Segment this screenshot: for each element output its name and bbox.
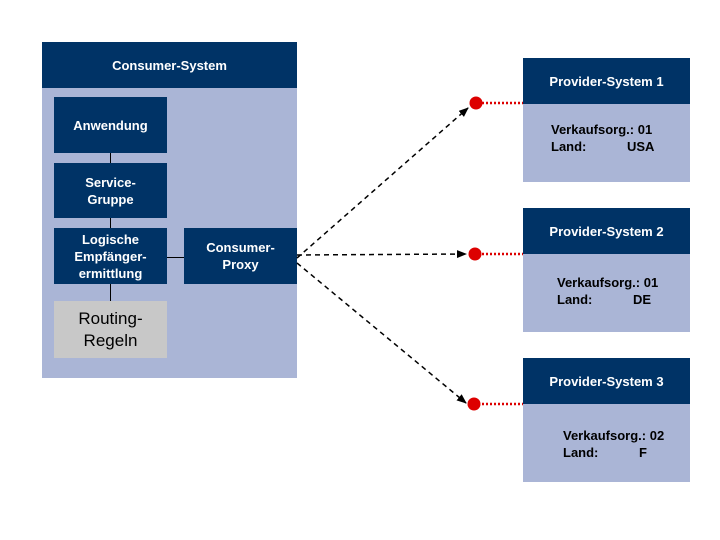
- anwendung-box: Anwendung: [54, 97, 167, 153]
- land-value: USA: [627, 139, 655, 154]
- connector-logische-proxy: [167, 257, 184, 258]
- provider-system-2-details: Verkaufsorg.: 01 Land: DE: [557, 274, 658, 308]
- logische-empfaengerermittlung-box: Logische Empfänger- ermittlung: [54, 228, 167, 284]
- endpoint-dot-2: [468, 247, 482, 261]
- provider-system-1-details: Verkaufsorg.: 01 Land: USA: [551, 121, 654, 155]
- endpoint-dot-3: [467, 397, 481, 411]
- dashed-arrow-to-provider-3: [296, 262, 467, 404]
- consumer-proxy-box: Consumer- Proxy: [184, 228, 297, 284]
- land-label: Land:: [551, 139, 587, 154]
- provider-system-3-details: Verkaufsorg.: 02 Land: F: [563, 427, 664, 461]
- connector-anwendung-service: [110, 153, 111, 163]
- service-gruppe-box: Service- Gruppe: [54, 163, 167, 218]
- org-value: 01: [637, 122, 653, 137]
- org-value: 02: [649, 428, 665, 443]
- dashed-arrow-to-provider-2: [296, 250, 467, 259]
- connector-service-logische: [110, 218, 111, 228]
- connector-logische-routing: [110, 284, 111, 301]
- org-label: Verkaufsorg.:: [551, 122, 635, 137]
- land-value: F: [639, 445, 647, 460]
- provider-system-1-box: [523, 104, 690, 182]
- provider-system-2-box: [523, 254, 690, 332]
- dashed-arrow-to-provider-1: [296, 107, 469, 259]
- org-label: Verkaufsorg.:: [557, 275, 641, 290]
- land-label: Land:: [563, 445, 599, 460]
- routing-regeln-box: Routing- Regeln: [54, 301, 167, 358]
- provider-system-1-title: Provider-System 1: [523, 58, 690, 104]
- org-value: 01: [643, 275, 659, 290]
- consumer-system-title: Consumer-System: [42, 42, 297, 88]
- provider-system-2-title: Provider-System 2: [523, 208, 690, 254]
- provider-system-3-title: Provider-System 3: [523, 358, 690, 404]
- provider-system-3-box: [523, 404, 690, 482]
- org-label: Verkaufsorg.:: [563, 428, 647, 443]
- land-value: DE: [633, 292, 652, 307]
- endpoint-dot-1: [469, 96, 483, 110]
- land-label: Land:: [557, 292, 593, 307]
